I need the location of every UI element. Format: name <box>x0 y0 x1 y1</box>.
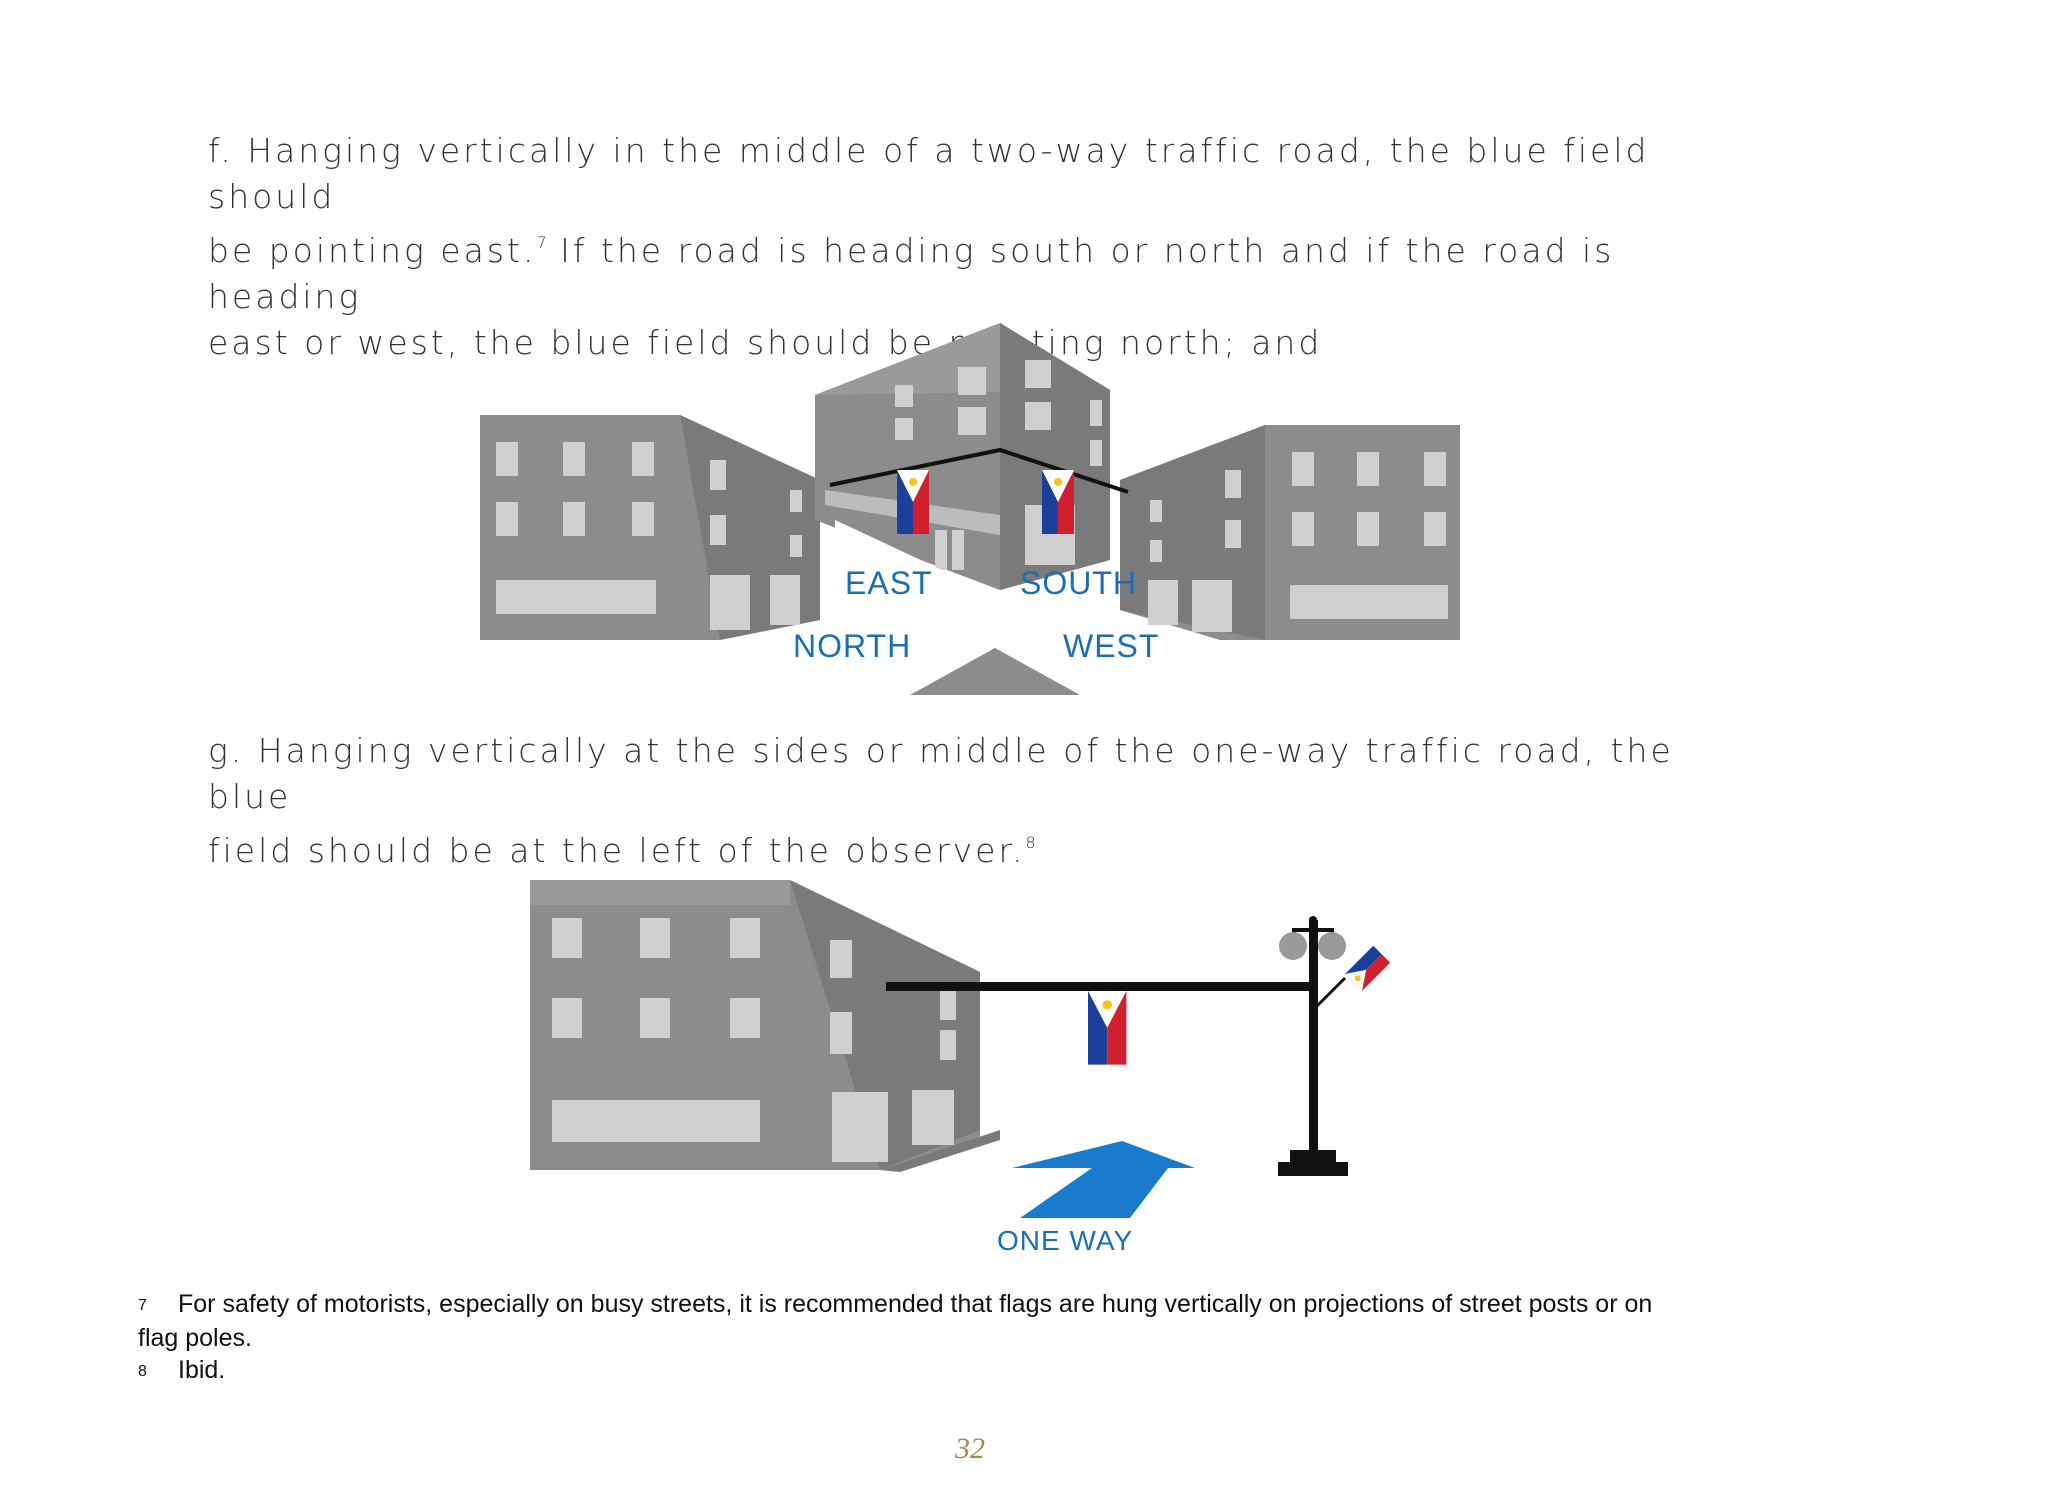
right-building <box>1120 425 1460 640</box>
paragraph-f-line-2a: be pointing east. <box>208 231 537 270</box>
page-number: 32 <box>955 1432 985 1465</box>
footnote-number: 7 <box>138 1297 147 1314</box>
pole-arm <box>886 982 1314 991</box>
footnotes: 7 For safety of motorists, especially on … <box>138 1288 1798 1388</box>
footnote-number: 8 <box>138 1363 147 1380</box>
paragraph-g-line-2: field should be at the left of the obser… <box>208 831 1026 870</box>
flag-icon <box>1345 945 1391 991</box>
footnote-ref-7[interactable]: 7 <box>536 233 547 252</box>
footnote-8: 8 Ibid. <box>138 1354 1798 1388</box>
paragraph-g: g. Hanging vertically at the sides or mi… <box>208 728 1768 874</box>
paragraph-f-line-2b: If the road is heading south or north an… <box>208 231 1615 316</box>
footnote-text: For safety of motorists, especially on b… <box>178 1290 1653 1318</box>
paragraph-f: f. Hanging vertically in the middle of a… <box>208 128 1768 366</box>
footnote-text-continued: flag poles. <box>138 1324 252 1352</box>
hanging-wire <box>829 447 1129 494</box>
two-way-figure: EAST SOUTH NORTH WEST <box>480 323 1460 695</box>
flag-icon <box>1042 470 1074 534</box>
label-south: SOUTH <box>1020 565 1137 601</box>
left-building <box>480 415 820 640</box>
paragraph-f-line-3: east or west, the blue field should be p… <box>208 323 1323 362</box>
label-one-way: ONE WAY <box>997 1225 1133 1256</box>
label-west: WEST <box>1063 628 1159 664</box>
paragraph-g-line-1: g. Hanging vertically at the sides or mi… <box>208 731 1674 816</box>
road-arrow <box>910 648 1080 695</box>
paragraph-f-line-1: f. Hanging vertically in the middle of a… <box>208 131 1650 216</box>
label-north: NORTH <box>793 628 911 664</box>
street-pole <box>1278 916 1348 1176</box>
footnote-ref-8[interactable]: 8 <box>1025 833 1036 852</box>
footnote-7: 7 For safety of motorists, especially on … <box>138 1288 1798 1354</box>
footnote-text: Ibid. <box>178 1356 226 1384</box>
one-way-building <box>530 880 1000 1172</box>
one-way-figure: ONE WAY <box>530 880 1391 1256</box>
flag-icon <box>897 470 929 534</box>
label-east: EAST <box>845 565 933 601</box>
one-way-arrow-icon <box>1012 1141 1195 1218</box>
flag-icon <box>1088 991 1127 1065</box>
